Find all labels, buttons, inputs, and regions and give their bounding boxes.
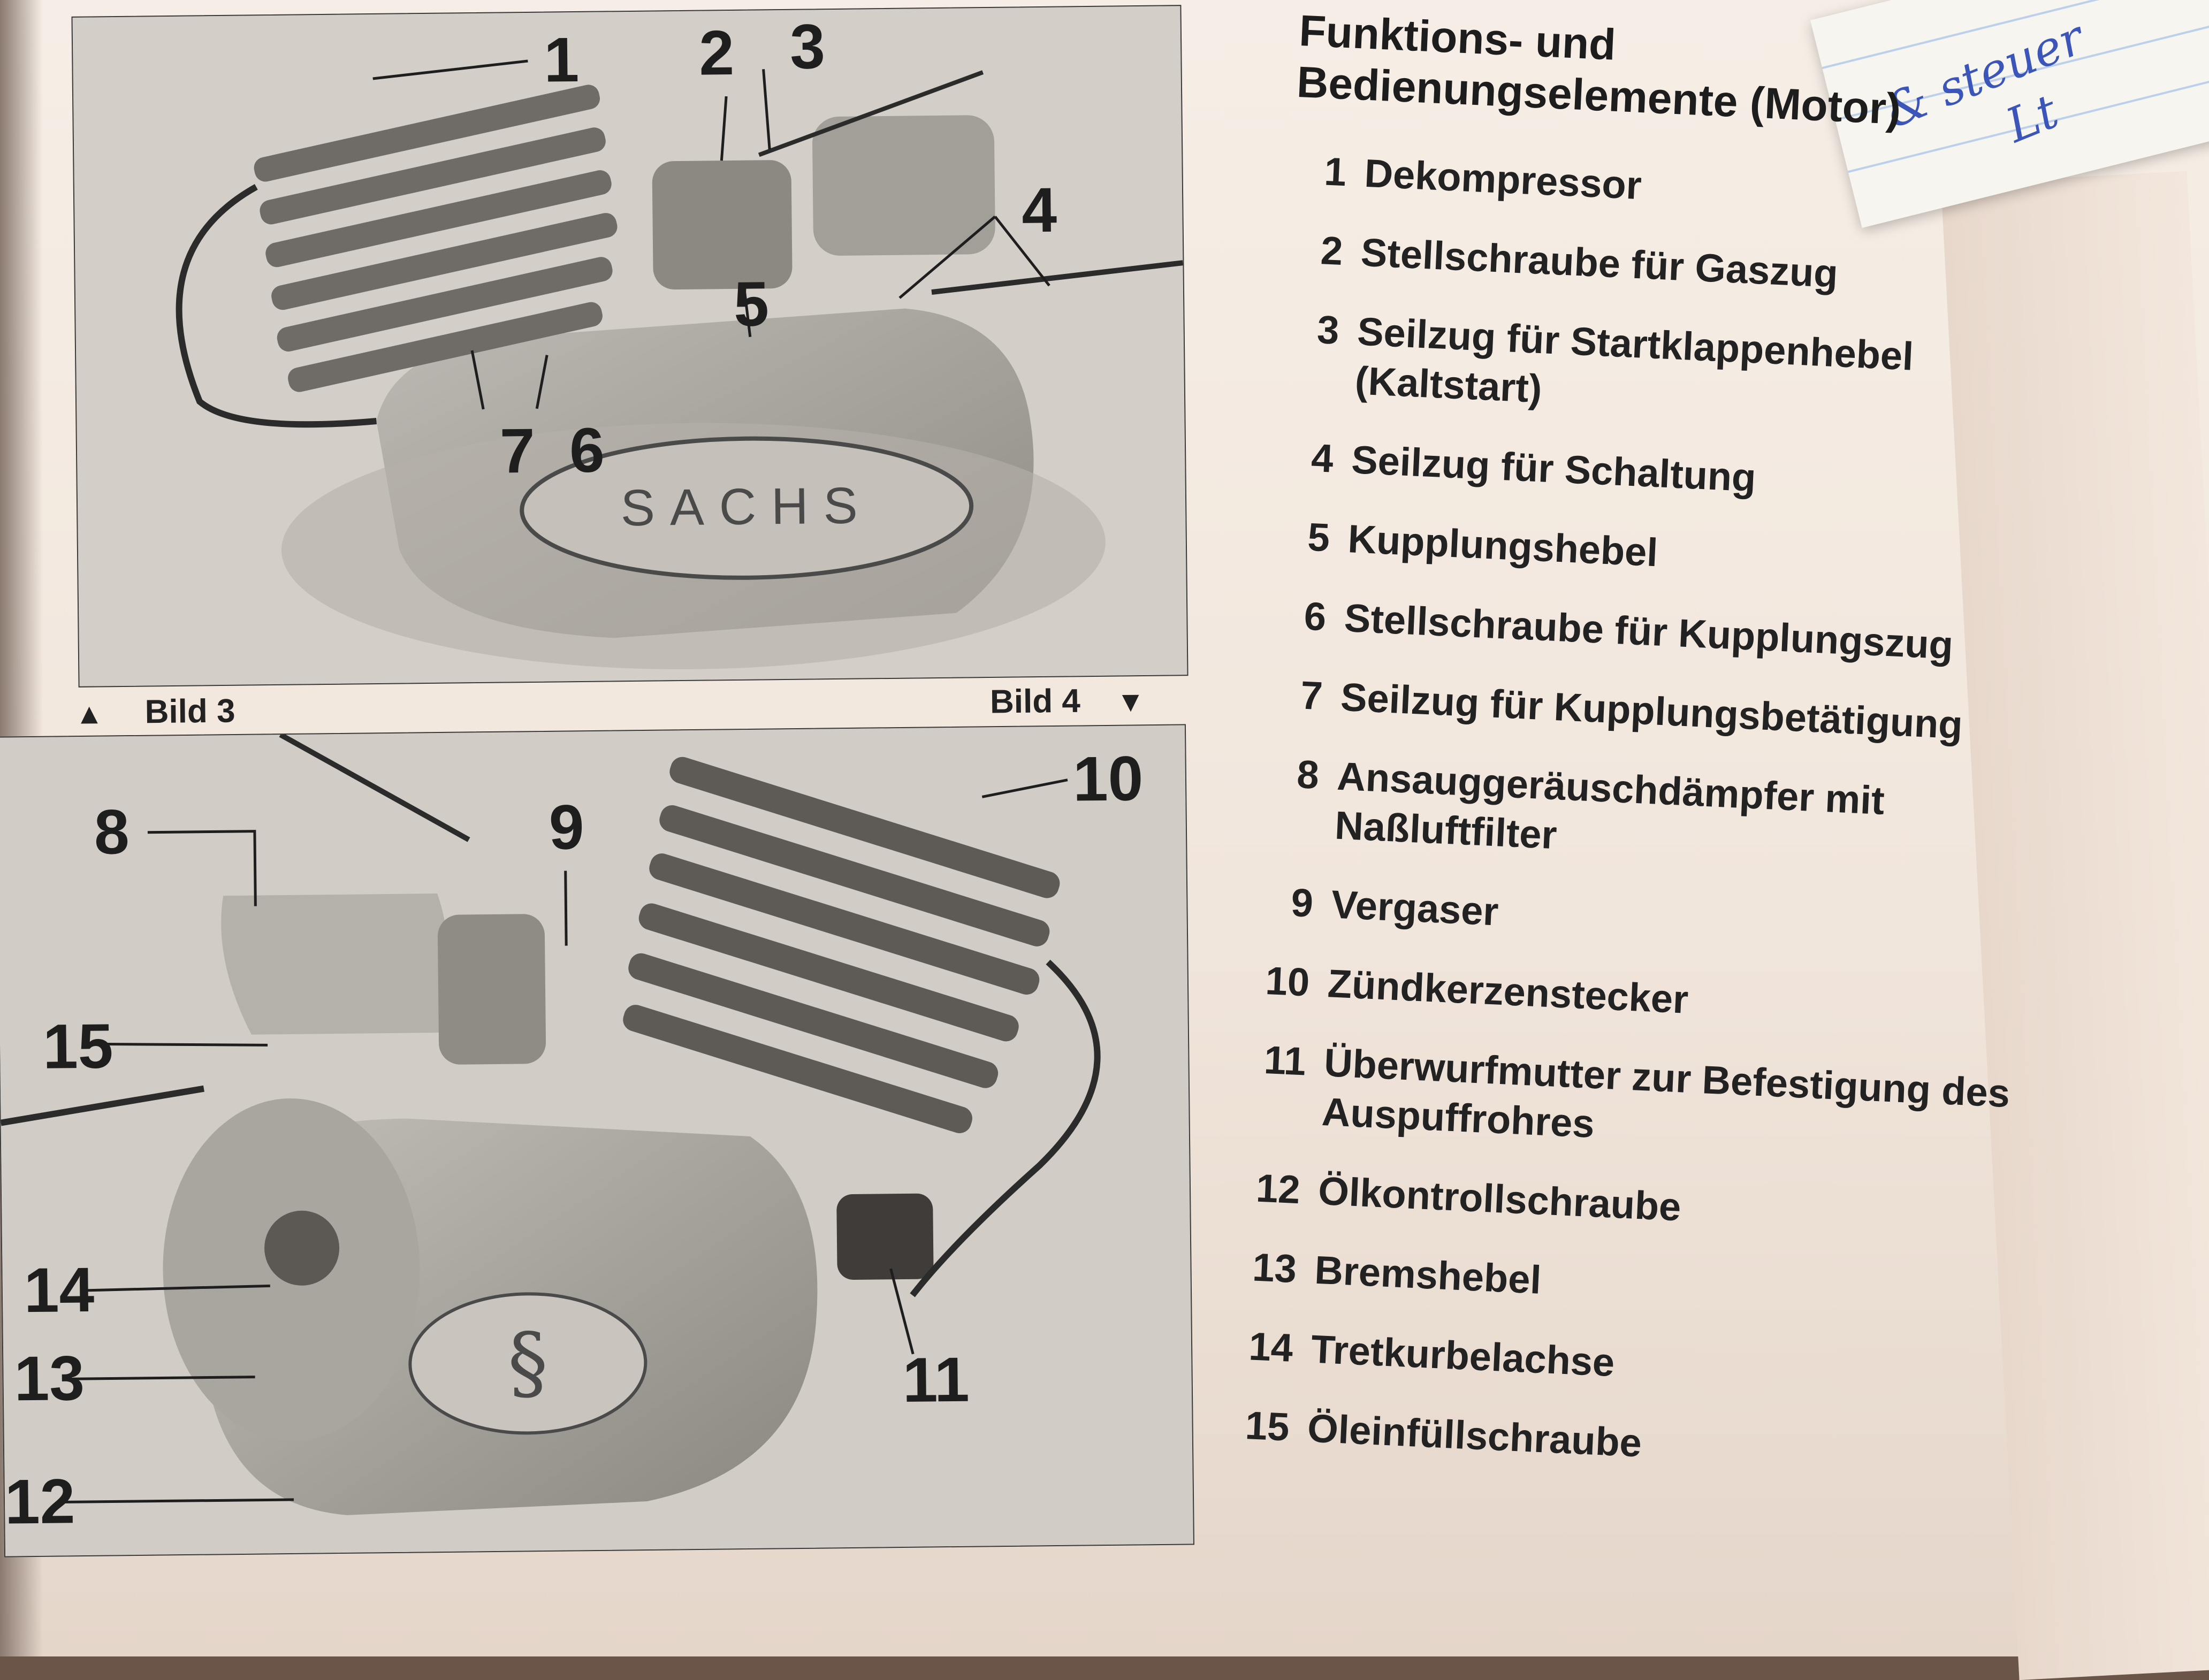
legend-number: 5 <box>1306 514 1331 560</box>
legend-item: 3 Seilzug für Startklappenhebel (Kaltstar… <box>1282 303 2046 436</box>
legend-item: 8 Ansauggeräuschdämpfer mit Naßluftfilter <box>1262 749 2026 881</box>
legend-text: Seilzug für Kupplungsbetätigung <box>1339 674 1964 747</box>
legend-number: 4 <box>1310 435 1335 481</box>
legend-item: 5 Kupplungshebel <box>1275 511 2037 594</box>
down-triangle-icon: ▼ <box>1116 685 1145 719</box>
caption-bild-4: Bild 4 ▼ <box>990 681 1145 721</box>
legend-item: 11 Überwurfmutter zur Befestigung des Aus… <box>1249 1035 2013 1167</box>
caption-bild-3-label: Bild 3 <box>144 692 235 731</box>
legend-number: 1 <box>1323 149 1347 195</box>
legend-number: 9 <box>1290 880 1314 926</box>
callout-12: 12 <box>4 1466 75 1538</box>
legend-column: Funktions- und Bedienungselemente (Motor… <box>1228 5 2060 1632</box>
callout-8: 8 <box>94 797 130 868</box>
svg-text:§: § <box>507 1316 549 1410</box>
callout-11: 11 <box>902 1344 970 1416</box>
legend-text: Stellschraube für Kupplungszug <box>1343 595 1954 668</box>
legend-item: 12 Ölkontrollschraube <box>1246 1163 2007 1247</box>
legend-item: 15 Öleinfüllschraube <box>1235 1400 1996 1484</box>
legend-item: 7 Seilzug für Kupplungsbetätigung <box>1268 669 2029 753</box>
legend-item: 10 Zündkerzenstecker <box>1255 956 2016 1039</box>
legend-item: 4 Seilzug für Schaltung <box>1279 432 2040 515</box>
caption-bild-3: ▲ Bild 3 <box>75 692 235 731</box>
sachs-logo-text: SACHS <box>620 477 873 537</box>
legend-item: 1 Dekompressor <box>1292 146 2053 229</box>
callout-14: 14 <box>24 1254 95 1326</box>
legend-number: 11 <box>1263 1037 1307 1084</box>
legend-text: Stellschraube für Gaszug <box>1360 230 1839 296</box>
legend-text: Bremshebel <box>1313 1247 1542 1302</box>
callout-2: 2 <box>698 17 735 89</box>
legend-text: Seilzug für Schaltung <box>1350 437 1757 500</box>
callout-6: 6 <box>569 415 605 486</box>
legend-number: 15 <box>1244 1403 1291 1449</box>
engine-photo-bild-4: § 8 9 10 11 12 13 14 15 <box>0 724 1194 1557</box>
caption-bild-4-label: Bild 4 <box>989 682 1081 721</box>
legend-text: Vergaser <box>1330 882 1500 934</box>
callout-10: 10 <box>1072 743 1144 815</box>
legend-item: 9 Vergaser <box>1259 876 2020 960</box>
legend-text: Überwurfmutter zur Befestigung des Auspu… <box>1321 1040 2011 1147</box>
legend-number: 2 <box>1320 228 1344 274</box>
callout-9: 9 <box>549 792 585 863</box>
legend-number: 10 <box>1265 958 1311 1005</box>
engine-illustration-bottom: § <box>0 725 1193 1556</box>
legend-number: 7 <box>1299 673 1324 719</box>
legend-text: Ansauggeräuschdämpfer mit Naßluftfilter <box>1334 753 1886 858</box>
legend-number: 6 <box>1303 593 1328 639</box>
legend-text: Zündkerzenstecker <box>1327 961 1689 1022</box>
callout-4: 4 <box>1021 174 1057 246</box>
legend-number: 13 <box>1251 1244 1298 1292</box>
legend-item: 14 Tretkurbelachse <box>1238 1321 2000 1404</box>
legend-text: Seilzug für Startklappenhebel (Kaltstart… <box>1354 309 1915 411</box>
legend-text: Kupplungshebel <box>1347 516 1659 575</box>
engine-illustration-top: SACHS <box>72 6 1187 686</box>
up-triangle-icon: ▲ <box>74 698 104 730</box>
callout-13: 13 <box>13 1343 85 1415</box>
callout-1: 1 <box>543 24 580 96</box>
callout-7: 7 <box>499 415 536 487</box>
callout-15: 15 <box>42 1011 114 1082</box>
legend-number: 8 <box>1296 752 1320 798</box>
legend-number: 12 <box>1255 1165 1301 1212</box>
legend-text: Ölkontrollschraube <box>1317 1168 1682 1230</box>
legend-item: 13 Bremshebel <box>1242 1242 2004 1326</box>
legend-number: 3 <box>1316 307 1340 353</box>
legend-item: 6 Stellschraube für Kupplungszug <box>1271 590 2033 674</box>
engine-photo-bild-3: SACHS 1 2 3 4 5 6 7 <box>71 5 1189 688</box>
legend-text: Tretkurbelachse <box>1310 1326 1616 1385</box>
legend-number: 14 <box>1248 1324 1294 1370</box>
callout-3: 3 <box>789 11 826 82</box>
legend-item: 2 Stellschraube für Gaszug <box>1288 225 2050 308</box>
callout-5: 5 <box>733 269 770 340</box>
legend-text: Dekompressor <box>1364 150 1643 208</box>
legend-text: Öleinfüllschraube <box>1306 1406 1643 1465</box>
